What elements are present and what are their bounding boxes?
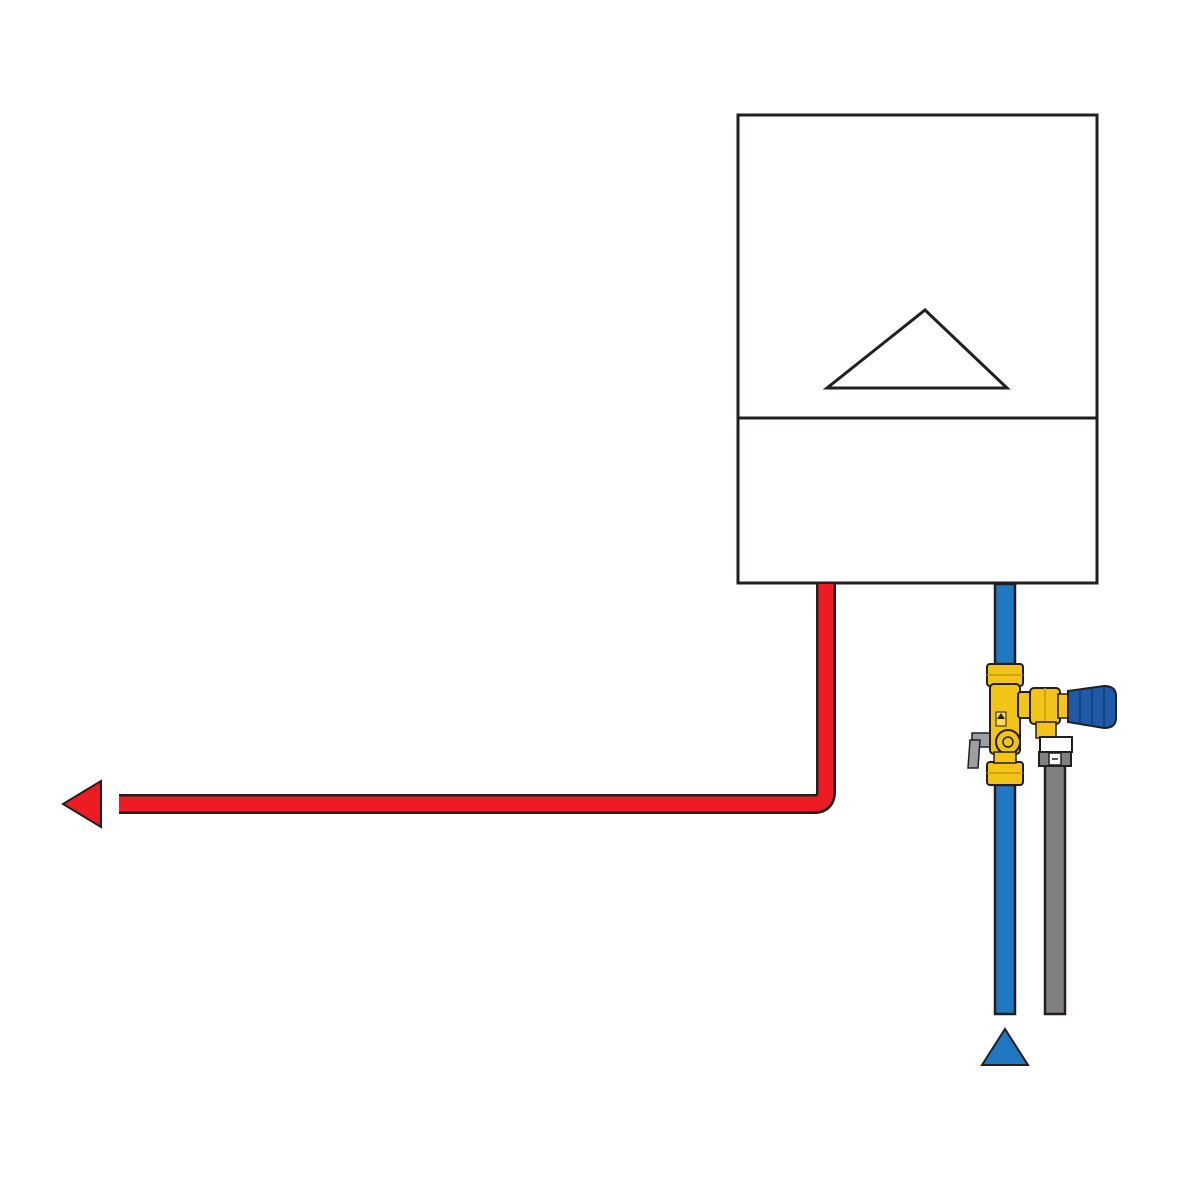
hot-outlet-arrow-icon xyxy=(61,779,102,829)
cold-inlet-arrow-icon xyxy=(980,1027,1030,1066)
hot-pipe-fill xyxy=(119,584,834,812)
drain-pipe xyxy=(1038,751,1072,1016)
water-heater xyxy=(736,113,1099,585)
drain-pipe-body xyxy=(1043,758,1067,1016)
flow-arrow-icon xyxy=(997,713,1005,719)
heater-symbol-icon xyxy=(822,308,1011,390)
cold-pipe-lower xyxy=(993,783,1017,1016)
safety-valve-group xyxy=(967,663,1117,786)
check-valve-boss-inner xyxy=(1002,736,1014,748)
hot-pipe-outline xyxy=(119,584,836,814)
drain-funnel-clamp xyxy=(1039,736,1073,766)
cold-water-pipe xyxy=(980,582,1030,1066)
relief-neck xyxy=(1057,693,1069,719)
check-valve-boss xyxy=(995,729,1021,755)
cold-pipe-upper xyxy=(993,582,1017,666)
lever-handle xyxy=(967,739,981,769)
funnel-bracket xyxy=(1039,736,1073,753)
valve-neck xyxy=(993,751,1017,764)
hot-water-pipe xyxy=(61,584,836,829)
discharge-outlet xyxy=(1035,721,1057,739)
